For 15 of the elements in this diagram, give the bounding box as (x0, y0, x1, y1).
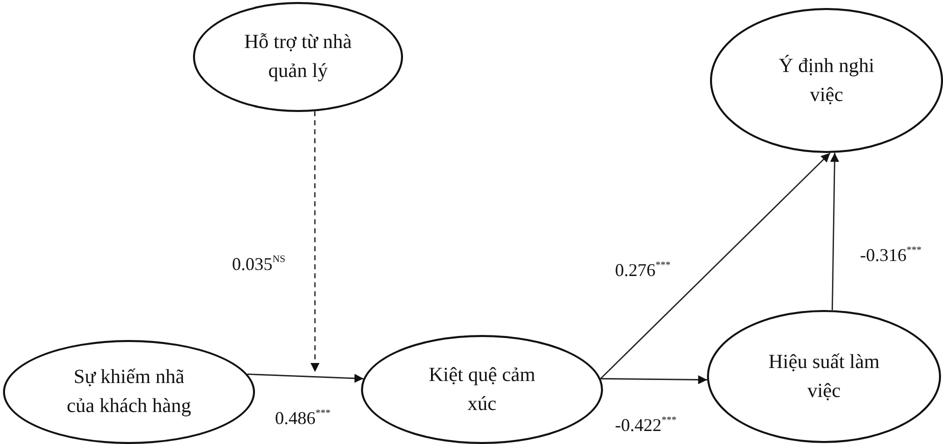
path-coefficient: 0.276$^{***}$ (615, 260, 670, 281)
path-coefficient: -0.316$^{***}$ (860, 245, 922, 266)
construct-name: Ý định nghi việc (778, 54, 876, 108)
arrow (310, 111, 320, 372)
construct-name: Kiệt quệ cảm xúc (428, 362, 536, 416)
arrow (830, 152, 840, 310)
path-coefficient: 0.486$^{***}$ (275, 408, 330, 429)
construct-name: Hiệu suất làm việc (767, 350, 881, 404)
construct-name: Hỗ trợ từ nhà quản lý (243, 30, 353, 84)
arrow (600, 375, 708, 384)
path-coefficient: -0.422$^{***}$ (615, 415, 676, 436)
path-coefficient: 0.035$^{NS}$ (232, 254, 286, 275)
arrow (247, 374, 364, 383)
construct-name: Sự khiếm nhã của khách hàng (66, 365, 192, 419)
arrow (600, 152, 831, 380)
